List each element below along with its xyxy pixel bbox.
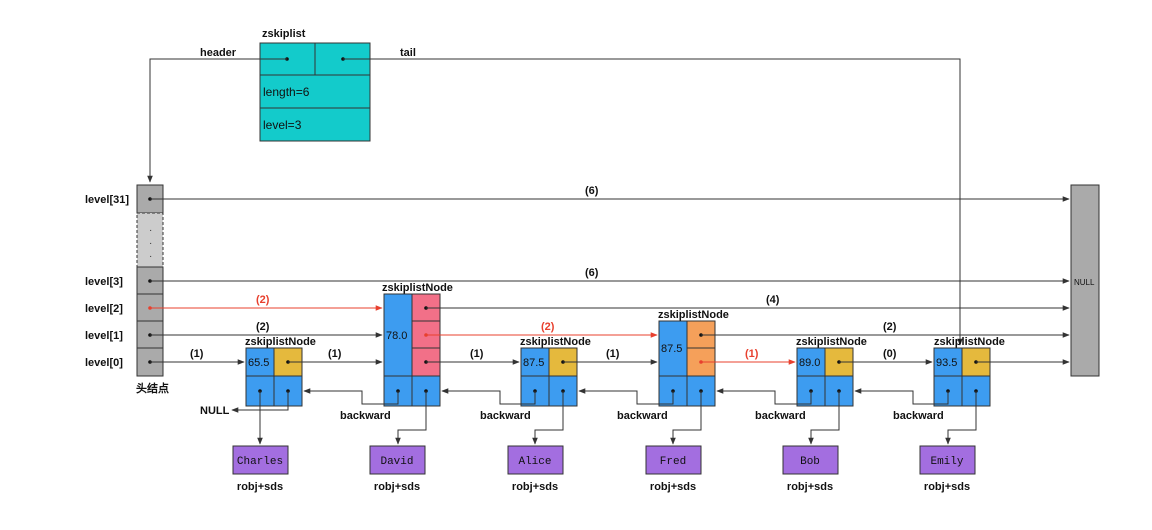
node-title: zskiplistNode: [245, 336, 316, 348]
header-label: header: [200, 47, 237, 59]
obj-box: [919, 445, 976, 475]
node-score: 87.5: [523, 357, 544, 369]
skiplist-node: zskiplistNode 65.5: [245, 336, 316, 407]
backward-label: backward: [340, 410, 391, 422]
obj-box: [782, 445, 839, 475]
header-elided-levels: [136, 212, 164, 268]
backward-link: [441, 388, 536, 405]
backward-link: [231, 391, 289, 413]
obj-name: Emily: [930, 456, 963, 468]
node-title: zskiplistNode: [934, 336, 1005, 348]
obj-name: Alice: [518, 456, 551, 468]
obj-caption: robj+sds: [374, 481, 420, 493]
skiplist-node: zskiplistNode 78.0: [382, 282, 453, 407]
obj-link: [945, 391, 977, 445]
level-label: level[31]: [85, 194, 129, 206]
backward-link: [716, 388, 812, 405]
node-score-cell: [658, 320, 688, 377]
span-label: (1): [606, 348, 620, 360]
zskiplist-level-cell: [259, 107, 371, 142]
node-title: zskiplistNode: [796, 336, 867, 348]
zskiplist-struct: zskiplist length=6 level=3 header tail: [147, 28, 963, 346]
obj-name: David: [380, 456, 413, 468]
null-box: [1070, 184, 1100, 377]
zskiplist-level: level=3: [263, 118, 302, 132]
elided-dot: ·: [149, 251, 152, 262]
elided-dot: ·: [149, 225, 152, 236]
member-objects: Charles robj+sds David robj+sds Alice ro…: [232, 389, 978, 493]
node-score: 78.0: [386, 330, 407, 342]
obj-box: [645, 445, 702, 475]
obj-caption: robj+sds: [924, 481, 970, 493]
backward-label: backward: [755, 410, 806, 422]
null-left-label: NULL: [200, 405, 230, 417]
obj-link: [395, 391, 427, 445]
zskiplist-length: length=6: [263, 85, 310, 99]
span-label: (1): [470, 348, 484, 360]
backward-link: [578, 388, 674, 405]
obj-box: [369, 445, 426, 475]
level-label: level[1]: [85, 330, 123, 342]
node-title: zskiplistNode: [382, 282, 453, 294]
header-node: · · · level[31] level[3] level[2] level[…: [85, 184, 169, 395]
obj-caption: robj+sds: [650, 481, 696, 493]
backward-link: [854, 388, 949, 405]
span-label: (1): [328, 348, 342, 360]
node-score: 89.0: [799, 357, 820, 369]
tail-pointer-arrow: [343, 58, 963, 346]
backward-pointers: NULL backward backward backward backward…: [200, 388, 950, 422]
level-label: level[3]: [85, 276, 123, 288]
obj-box: [507, 445, 564, 475]
obj-box: [232, 445, 289, 475]
span-label: (6): [585, 185, 599, 197]
obj-caption: robj+sds: [512, 481, 558, 493]
obj-caption: robj+sds: [787, 481, 833, 493]
obj-link: [670, 391, 702, 445]
span-label: (2): [256, 321, 270, 333]
node-score-cell: [796, 347, 826, 377]
zskiplist-title: zskiplist: [262, 28, 306, 40]
backward-label: backward: [617, 410, 668, 422]
span-label: (0): [883, 348, 897, 360]
backward-label: backward: [480, 410, 531, 422]
node-score: 87.5: [661, 343, 682, 355]
span-label: (4): [766, 294, 780, 306]
node-score-cell: [383, 293, 413, 377]
header-node-caption: 头结点: [136, 381, 169, 395]
skiplist-node: zskiplistNode 89.0: [796, 336, 867, 407]
obj-name: Charles: [237, 456, 283, 468]
span-label: (2): [883, 321, 897, 333]
span-label: (6): [585, 267, 599, 279]
span-label: (2): [256, 294, 270, 306]
skiplist-node: zskiplistNode 87.5: [520, 336, 591, 407]
span-label: (2): [541, 321, 555, 333]
node-title: zskiplistNode: [520, 336, 591, 348]
obj-name: Bob: [800, 456, 820, 468]
span-label: (1): [190, 348, 204, 360]
span-label: (1): [745, 348, 759, 360]
obj-caption: robj+sds: [237, 481, 283, 493]
level-label: level[2]: [85, 303, 123, 315]
obj-link: [808, 391, 840, 445]
null-label: NULL: [1074, 278, 1095, 287]
node-score: 93.5: [936, 357, 957, 369]
backward-label: backward: [893, 410, 944, 422]
zskiplist-length-cell: [259, 74, 371, 109]
tail-label: tail: [400, 47, 416, 59]
null-terminator: NULL: [1070, 184, 1100, 377]
header-pointer-arrow: [147, 58, 287, 183]
elided-dot: ·: [149, 238, 152, 249]
forward-pointers: (6) (6) (2) (4) (2) (2) (2) (1) (1) (1): [148, 185, 1070, 365]
level-label: level[0]: [85, 357, 123, 369]
node-score: 65.5: [248, 357, 269, 369]
node-score-cell: [520, 347, 550, 377]
node-score-cell: [933, 347, 963, 377]
obj-link: [532, 391, 564, 445]
backward-link: [303, 388, 399, 405]
skiplist-node: zskiplistNode 93.5: [933, 336, 1005, 407]
node-title: zskiplistNode: [658, 309, 729, 321]
obj-name: Fred: [660, 456, 686, 468]
